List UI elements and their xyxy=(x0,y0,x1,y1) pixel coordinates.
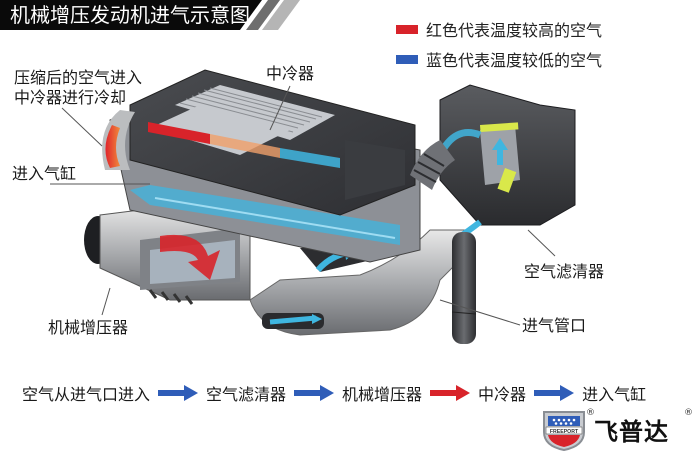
page-title: 机械增压发动机进气示意图 xyxy=(10,3,250,27)
callout-supercharger: 机械增压器 xyxy=(48,318,129,337)
callout-compressed-air-line1: 压缩后的空气进入 xyxy=(14,68,143,87)
flow-step-air-filter: 空气滤清器 xyxy=(206,385,287,404)
cool-air-swatch xyxy=(396,54,418,64)
flow-step-intercooler: 中冷器 xyxy=(478,385,527,404)
legend-item-cool: 蓝色代表温度较低的空气 xyxy=(396,44,602,74)
title-banner: 机械增压发动机进气示意图 xyxy=(0,0,300,30)
registered-mark: ® xyxy=(586,408,595,418)
legend-item-hot: 红色代表温度较高的空气 xyxy=(396,14,602,44)
svg-text:FREEPORT: FREEPORT xyxy=(550,429,579,435)
intake-snorkel xyxy=(451,232,477,344)
callout-compressed-air: 压缩后的空气进入 中冷器进行冷却 xyxy=(14,68,142,108)
legend-label-cool: 蓝色代表温度较低的空气 xyxy=(426,51,603,70)
leader-lines xyxy=(50,85,556,326)
callout-intercooler: 中冷器 xyxy=(266,64,315,83)
airflow-sequence: 空气从进气口进入 空气滤清器 机械增压器 中冷器 进入气缸 xyxy=(22,380,646,406)
title-banner-bg xyxy=(0,0,300,30)
brand-name: 飞普达 xyxy=(594,418,669,446)
freeport-badge-icon: FREEPORT xyxy=(543,411,585,452)
brand-logo: FREEPORT ® 飞普达 ® xyxy=(538,408,698,452)
callout-intake-pipe: 进气管口 xyxy=(522,316,587,335)
flow-step-intake: 空气从进气口进入 xyxy=(22,385,151,404)
engine-illustration xyxy=(50,69,576,344)
arrow-right-icon xyxy=(534,385,575,401)
arrow-right-icon xyxy=(158,385,199,401)
legend: 红色代表温度较高的空气 蓝色代表温度较低的空气 xyxy=(396,14,602,74)
intercooler-housing xyxy=(102,69,416,216)
flow-step-cylinder: 进入气缸 xyxy=(582,385,647,404)
legend-label-hot: 红色代表温度较高的空气 xyxy=(426,21,603,40)
callout-air-filter: 空气滤清器 xyxy=(524,262,605,281)
arrow-right-icon xyxy=(430,385,471,401)
arrow-right-icon xyxy=(294,385,335,401)
air-filter-box xyxy=(410,84,576,243)
registered-mark: ® xyxy=(684,408,693,418)
hot-air-swatch xyxy=(396,24,418,34)
callout-compressed-air-line2: 中冷器进行冷却 xyxy=(14,88,127,107)
callout-into-cylinder: 进入气缸 xyxy=(12,164,77,183)
flow-step-supercharger: 机械增压器 xyxy=(342,385,423,404)
